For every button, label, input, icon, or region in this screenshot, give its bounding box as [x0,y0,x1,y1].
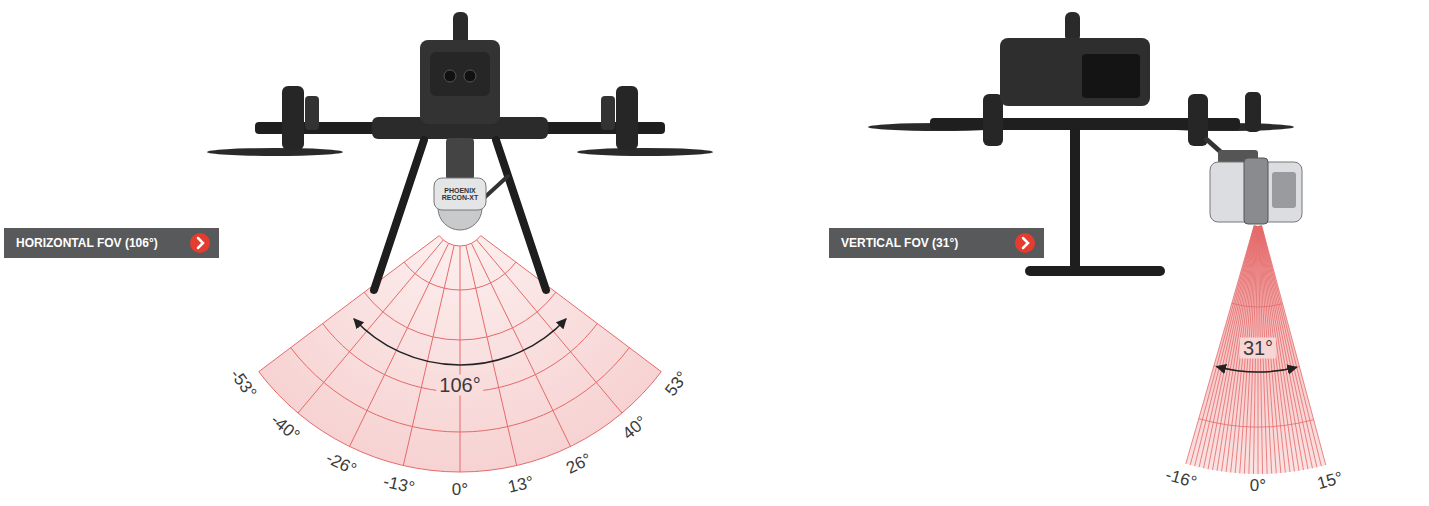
arrow-icon [1014,232,1036,254]
sensor-logo: PHOENIX RECON-XT [438,187,482,202]
propeller [207,148,343,156]
angle-label: 31° [1240,338,1276,359]
angle-label: 13° [507,473,536,496]
fov-ray [403,245,454,465]
body-panel [430,52,490,96]
angle-arrow [1217,367,1297,372]
fov-ray [460,246,461,472]
button-label: VERTICAL FOV (31°) [829,228,1044,258]
fov-ring [1232,303,1283,307]
sensor-camera [1272,172,1296,208]
drone-body [1000,38,1150,106]
motor [983,94,1003,146]
gimbal-mount [446,138,474,180]
landing-stand [1070,128,1080,270]
motor [282,86,304,150]
fov-ring [1214,366,1300,372]
angle-label: 53° [662,368,692,399]
arrow-icon [189,232,211,254]
fov-ring [1199,419,1314,427]
motor-light [305,96,319,130]
angle-label: 106° [436,375,483,396]
motor-light [601,96,615,130]
landing-leg [496,140,546,290]
angle-label: -13° [382,473,417,497]
button-text: HORIZONTAL FOV (106°) [16,236,158,250]
angle-arrow [354,319,566,365]
angle-label: -16° [1164,466,1199,492]
sensor-dome [438,208,482,230]
button-text: VERTICAL FOV (31°) [841,236,958,250]
angle-label: -26° [323,450,359,480]
propeller [577,148,713,156]
fov-sector [259,236,662,472]
angle-label: 0° [1250,477,1266,495]
battery [1082,54,1140,98]
fov-ring [364,292,556,340]
angle-label: 40° [619,413,650,443]
button-label: HORIZONTAL FOV (106°) [4,228,219,258]
fov-fans [259,225,1326,474]
fov-sector [1186,225,1326,474]
lidar-head [1244,158,1268,224]
fov-ring [291,348,630,432]
angle-label: -53° [226,366,259,402]
lidar-sensor [434,178,486,210]
antenna [1065,12,1080,42]
drone-body [420,40,500,124]
fov-ray [477,240,622,413]
camera-lens [464,70,476,82]
fov-ray [471,243,570,446]
angle-label: 15° [1315,469,1344,493]
angle-label: -40° [267,411,303,445]
motor [616,86,638,150]
angle-label: 0° [452,481,468,499]
fov-ray [350,243,449,446]
fov-ring [404,262,516,290]
landing-leg [374,140,424,290]
angle-label: 26° [564,451,595,478]
sensor-antenna [484,176,508,198]
landing-bar [1025,266,1165,276]
camera-lens [444,70,456,82]
drone-front [207,12,713,290]
motor [1245,92,1261,132]
